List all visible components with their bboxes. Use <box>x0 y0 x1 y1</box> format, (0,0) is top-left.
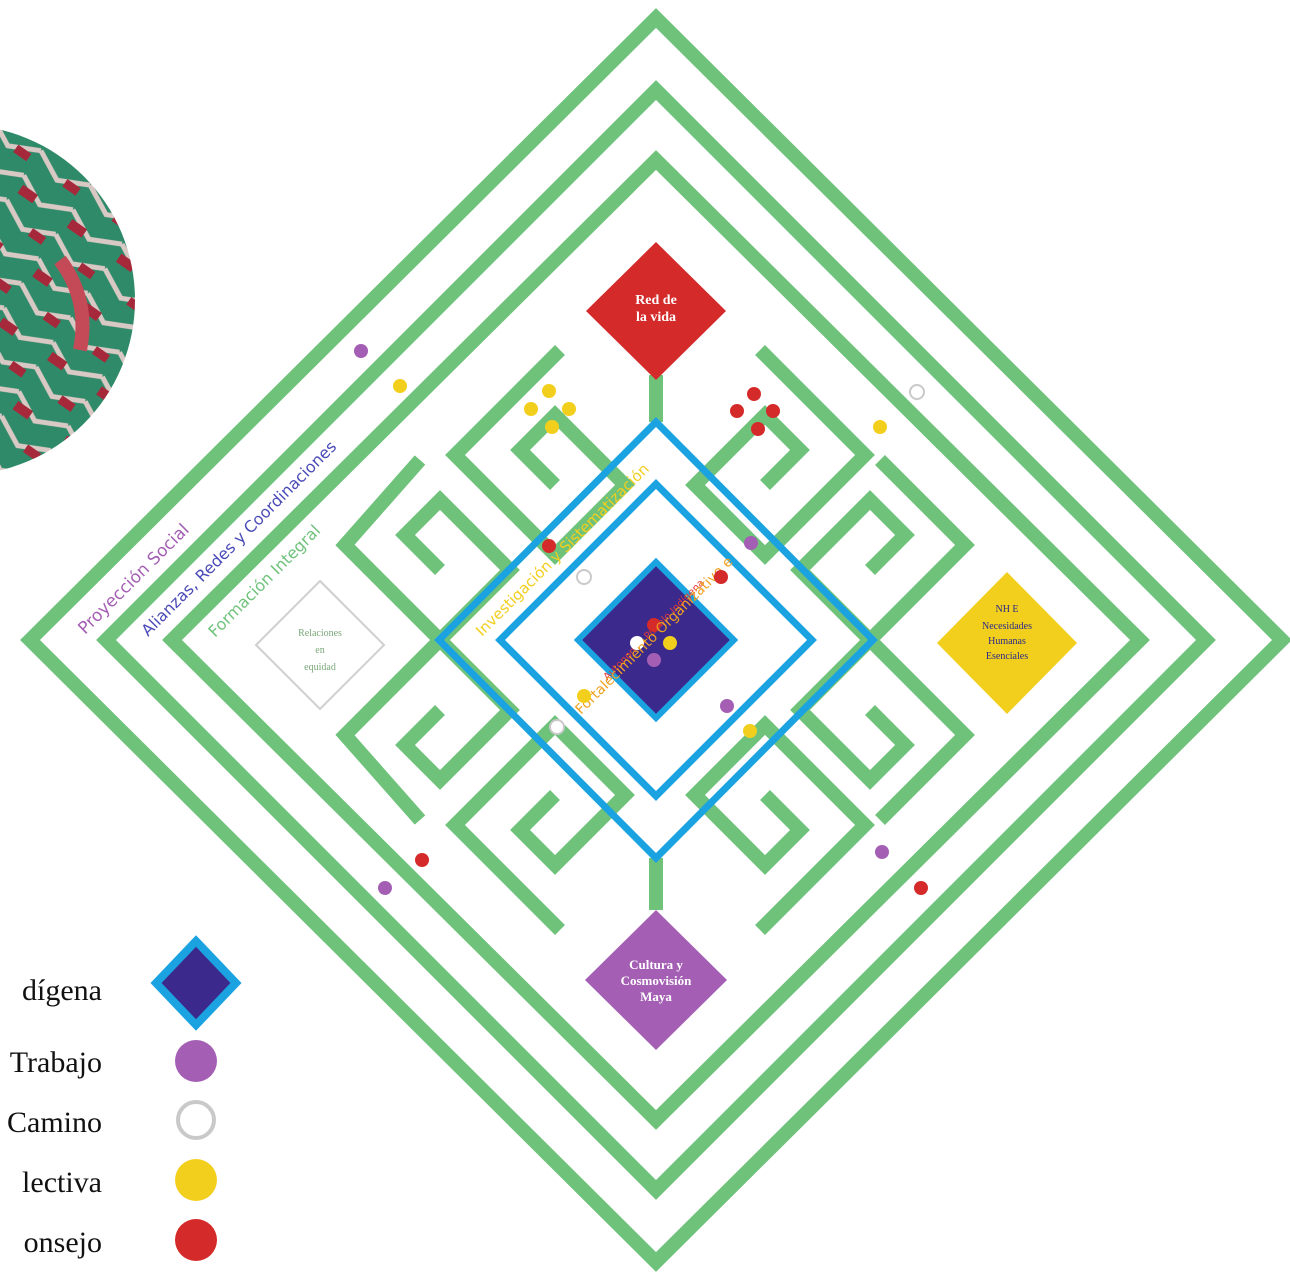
dot-red <box>714 570 728 584</box>
dot-purple <box>354 344 368 358</box>
dot-red <box>914 881 928 895</box>
center-red-dot <box>647 618 661 632</box>
left-diamond-line-1: Relaciones <box>298 628 342 639</box>
right-diamond: NH E Necesidades Humanas Esenciales <box>937 572 1077 714</box>
center-purple-dot <box>647 653 661 667</box>
dot-white <box>909 384 925 400</box>
blue-diamond-rings <box>434 417 878 863</box>
legend-label-1: dígena <box>22 974 102 1007</box>
spiral-bottom-right <box>685 715 875 935</box>
dot-red <box>766 404 780 418</box>
legend: dígena Trabajo Camino lectiva onsejo <box>7 935 242 1261</box>
green-diamond-rings <box>20 8 1290 1272</box>
blue-inner <box>495 479 817 801</box>
right-diamond-line-3: Humanas <box>988 636 1026 647</box>
center-yellow-dot <box>663 636 677 650</box>
center-white-dot <box>630 636 644 650</box>
legend-label-4: lectiva <box>22 1166 102 1199</box>
ring-2 <box>96 80 1216 1200</box>
dot-red <box>542 539 556 553</box>
dot-yellow <box>524 402 538 416</box>
bottom-diamond-line-3: Maya <box>640 989 672 1004</box>
top-diamond-line-1: Red de <box>635 293 677 308</box>
legend-yellow-dot-icon <box>175 1159 217 1201</box>
ring-outer <box>20 8 1290 1272</box>
blue-outer <box>434 417 878 863</box>
dot-purple <box>875 845 889 859</box>
dot-white <box>576 569 592 585</box>
left-diamond-line-2: en <box>315 645 324 656</box>
dot-red <box>415 853 429 867</box>
dot-red <box>747 387 761 401</box>
right-diamond-line-4: Esenciales <box>986 651 1028 662</box>
right-diamond-line-1: NH E <box>995 604 1018 615</box>
spiral-bottom-left <box>445 715 635 935</box>
dot-yellow <box>542 384 556 398</box>
top-diamond: Red de la vida <box>586 242 726 380</box>
bottom-diamond-line-1: Cultura y <box>629 957 683 972</box>
dot-purple <box>744 536 758 550</box>
left-diamond: Relaciones en equidad <box>254 579 386 711</box>
legend-diamond-icon <box>150 935 242 1031</box>
scattered-dots <box>354 344 928 895</box>
left-diamond-line-3: equidad <box>304 662 336 673</box>
legend-red-dot-icon <box>175 1219 217 1261</box>
dot-red <box>730 404 744 418</box>
bottom-diamond: Cultura y Cosmovisión Maya <box>585 910 727 1050</box>
ring-3 <box>162 150 1150 1130</box>
legend-label-2: Trabajo <box>10 1046 102 1079</box>
dot-yellow <box>743 724 757 738</box>
dot-yellow <box>577 689 591 703</box>
dot-yellow <box>562 402 576 416</box>
dot-yellow <box>545 420 559 434</box>
dot-purple <box>378 881 392 895</box>
dot-yellow <box>873 420 887 434</box>
dot-yellow <box>393 379 407 393</box>
woven-textile-photo <box>0 129 135 471</box>
right-diamond-line-2: Necesidades <box>982 621 1032 632</box>
legend-label-3: Camino <box>7 1106 102 1139</box>
legend-purple-dot-icon <box>175 1040 217 1082</box>
top-diamond-line-2: la vida <box>636 310 676 325</box>
dot-white <box>549 719 565 735</box>
legend-white-dot-icon <box>176 1100 216 1140</box>
legend-label-5: onsejo <box>24 1226 102 1259</box>
dot-purple <box>720 699 734 713</box>
center-diamond: Autonomía Pueblo Indígena <box>573 557 739 723</box>
spiral-top-left <box>445 345 635 565</box>
dot-red <box>751 422 765 436</box>
spiral-top-right <box>685 345 875 565</box>
bottom-diamond-line-2: Cosmovisión <box>621 973 693 988</box>
